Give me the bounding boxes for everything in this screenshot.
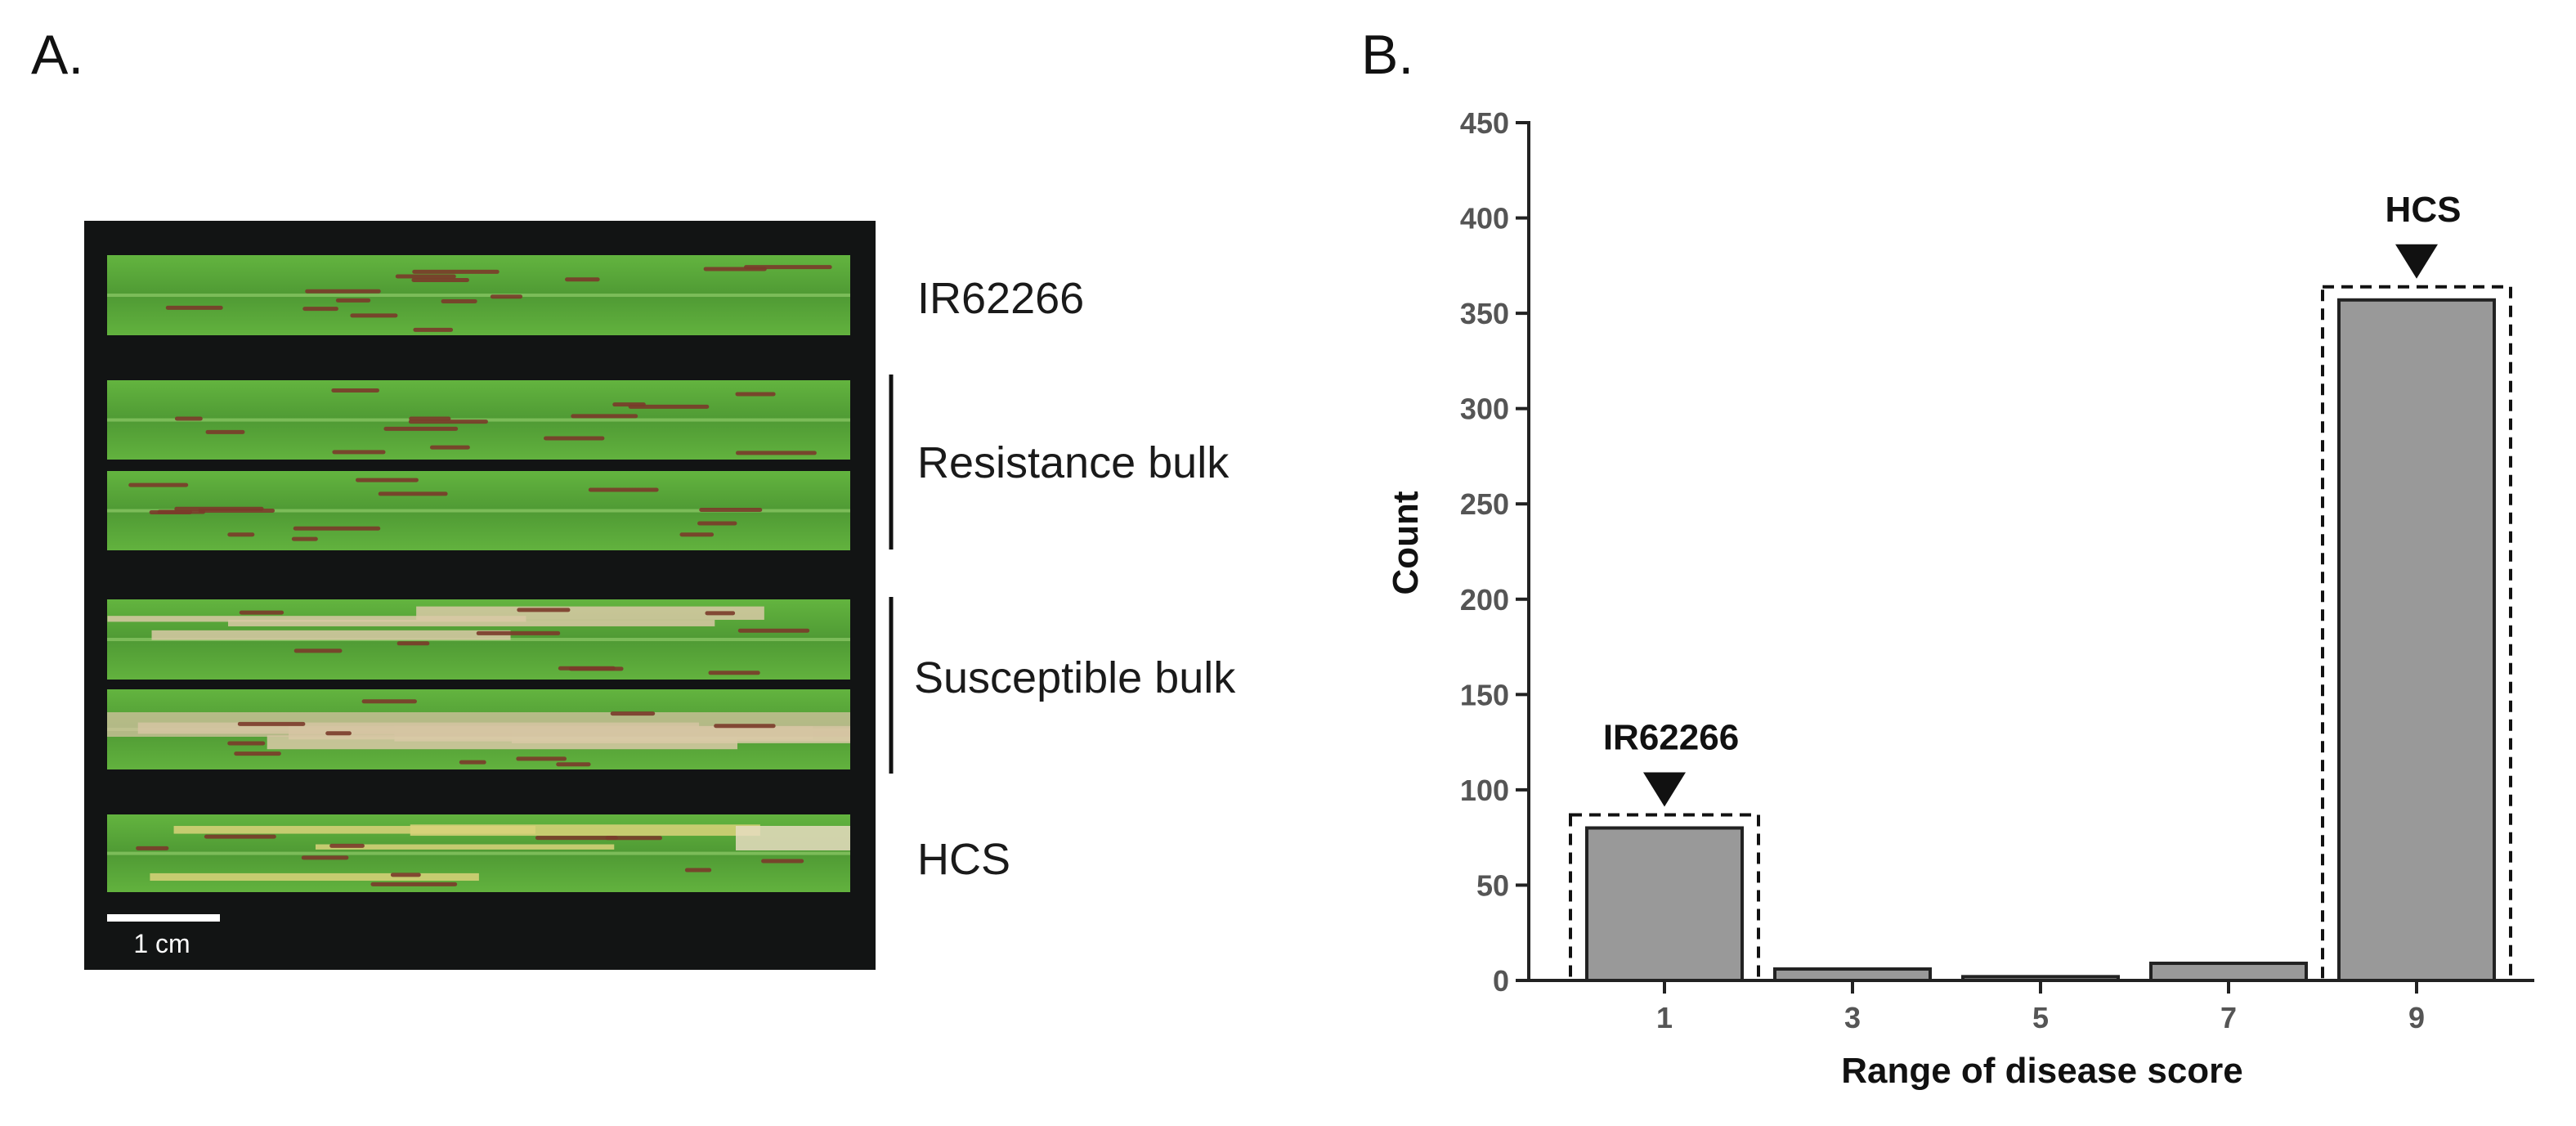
x-tick-label: 3 <box>1844 1001 1861 1034</box>
row-label-resistance-bulk: Resistance bulk <box>917 438 1230 487</box>
arrow-icon <box>2395 244 2438 279</box>
bar-score-3 <box>1773 967 1932 982</box>
y-axis-title: Count <box>1386 491 1426 594</box>
y-tick-label: 0 <box>1493 964 1509 998</box>
row-label-ir62266: IR62266 <box>917 274 1084 323</box>
bars <box>1585 298 2496 983</box>
y-tick-label: 300 <box>1460 393 1509 426</box>
bar-score-9 <box>2337 298 2496 982</box>
y-tick-label: 450 <box>1460 106 1509 140</box>
x-tick-label: 1 <box>1656 1001 1673 1034</box>
y-tick-label: 200 <box>1460 583 1509 617</box>
scale-bar-label: 1 cm <box>133 929 190 958</box>
annotations: IR62266 HCS <box>1603 190 2462 807</box>
y-tick-label: 350 <box>1460 297 1509 330</box>
annotation-boxes <box>1569 285 2512 982</box>
annotation-box-ir62266 <box>1569 813 1760 982</box>
arrow-icon <box>1643 772 1686 807</box>
y-tick-label: 100 <box>1460 774 1509 807</box>
x-tick-label: 5 <box>2032 1001 2049 1034</box>
leaf-resistance-2 <box>107 471 850 550</box>
panel-a-label: A. <box>31 24 84 86</box>
leaf-susceptible-2 <box>107 689 851 769</box>
x-axis-title: Range of disease score <box>1841 1051 2243 1091</box>
y-tick-label: 250 <box>1460 487 1509 521</box>
bar-score-7 <box>2149 962 2308 983</box>
leaf-resistance-1 <box>107 380 850 460</box>
annotation-label-hcs: HCS <box>2386 190 2462 230</box>
leaf-strips <box>107 255 851 892</box>
panel-b-label: B. <box>1361 24 1414 86</box>
y-tick-label: 400 <box>1460 202 1509 236</box>
leaf-hcs <box>107 814 850 892</box>
bar-score-1 <box>1585 826 1744 982</box>
leaf-susceptible-1 <box>107 599 850 680</box>
y-axis: 0 50 100 150 200 250 300 350 400 450 <box>1460 106 1530 998</box>
scale-bar <box>107 914 220 922</box>
x-axis: 1 3 5 7 9 <box>1529 979 2534 1034</box>
row-label-hcs: HCS <box>917 835 1010 884</box>
leaf-photo-panel: 1 cm IR62266 Resistance bulk Susceptible… <box>84 221 1236 970</box>
annotation-box-hcs <box>2321 285 2512 982</box>
x-tick-label: 7 <box>2220 1001 2237 1034</box>
row-label-susceptible-bulk: Susceptible bulk <box>914 653 1236 702</box>
y-tick-label: 50 <box>1476 868 1509 902</box>
leaf-ir62266 <box>107 255 850 335</box>
y-tick-label: 150 <box>1460 678 1509 711</box>
annotation-label-ir62266: IR62266 <box>1603 718 1739 758</box>
x-tick-label: 9 <box>2408 1001 2425 1034</box>
